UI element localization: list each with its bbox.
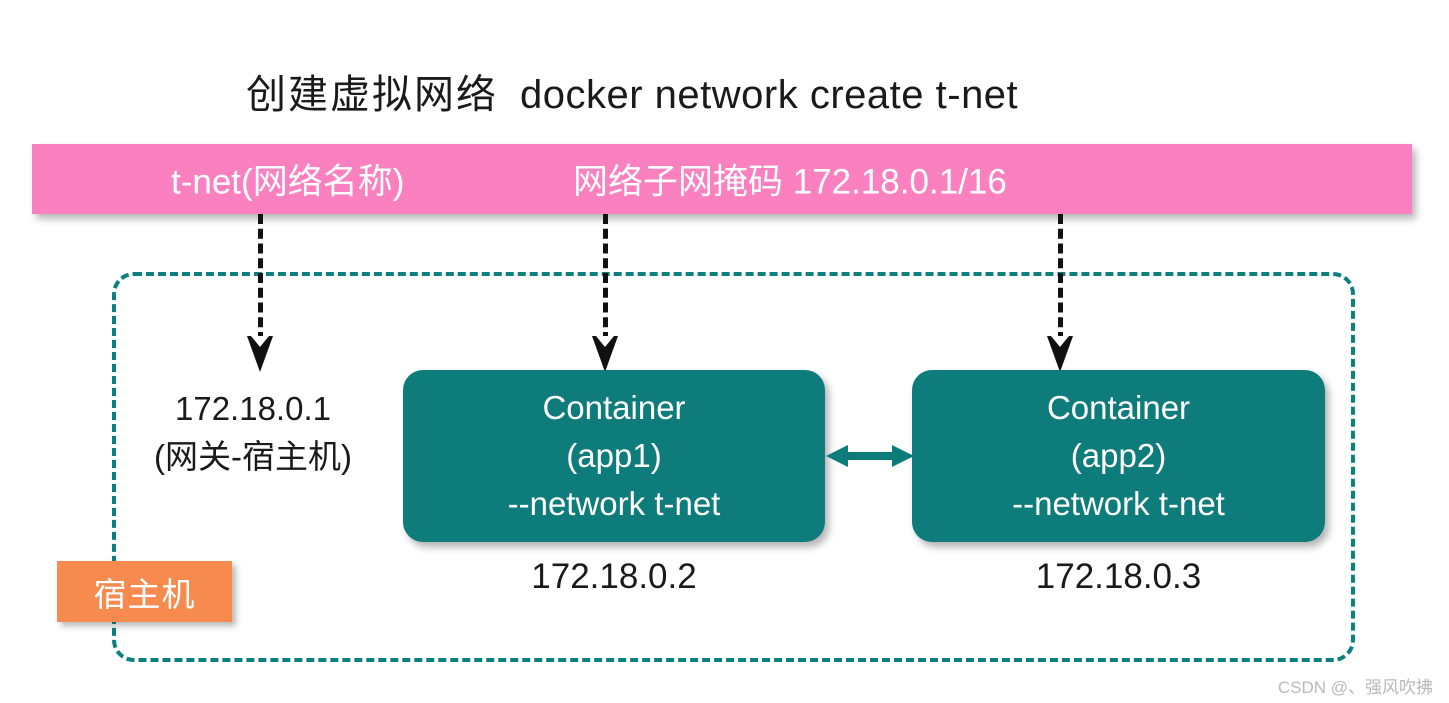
arrow-to-gateway-icon — [247, 214, 273, 374]
page-title-chinese: 创建虚拟网络 — [246, 73, 498, 117]
arrow-notch — [251, 336, 269, 347]
network-banner: t-net(网络名称) 网络子网掩码 172.18.0.1/16 — [32, 144, 1412, 214]
arrow-stem — [603, 214, 608, 342]
container-link-arrow-icon — [826, 443, 914, 469]
container-name: (app1) — [566, 437, 662, 475]
arrow-notch — [1051, 336, 1069, 347]
arrow-to-app1-icon — [592, 214, 618, 374]
container-name: (app2) — [1070, 437, 1167, 475]
page-title: 创建虚拟网络 docker network create t-net — [246, 62, 1018, 120]
arrow-to-app2-icon — [1047, 214, 1073, 374]
watermark: CSDN @、强风吹拂 — [1277, 678, 1433, 697]
gateway-role: (网关-宿主机) — [154, 437, 352, 475]
container-ip-app2: 172.18.0.3 — [1035, 557, 1202, 596]
arrow-notch — [596, 336, 614, 347]
host-machine-badge: 宿主机 — [57, 561, 232, 622]
arrow-stem — [1058, 214, 1063, 342]
container-node-app2[interactable]: Container (app2) --network t-net — [912, 370, 1325, 542]
gateway-ip: 172.18.0.1 — [175, 390, 331, 427]
gateway-label: 172.18.0.1 (网关-宿主机) — [128, 385, 378, 481]
page-title-command: docker network create t-net — [520, 73, 1019, 117]
container-title: Container — [1046, 389, 1191, 427]
container-ip-app1: 172.18.0.2 — [531, 557, 697, 596]
banner-subnet-label: 网络子网掩码 172.18.0.1/16 — [573, 162, 1007, 202]
container-network-flag: --network t-net — [1012, 484, 1225, 522]
banner-network-name-label: t-net(网络名称) — [171, 162, 405, 202]
host-machine-boundary — [112, 272, 1355, 662]
container-title: Container — [542, 389, 686, 427]
container-network-flag: --network t-net — [507, 484, 721, 522]
arrow-stem — [258, 214, 263, 342]
container-node-app1[interactable]: Container (app1) --network t-net — [403, 370, 825, 542]
